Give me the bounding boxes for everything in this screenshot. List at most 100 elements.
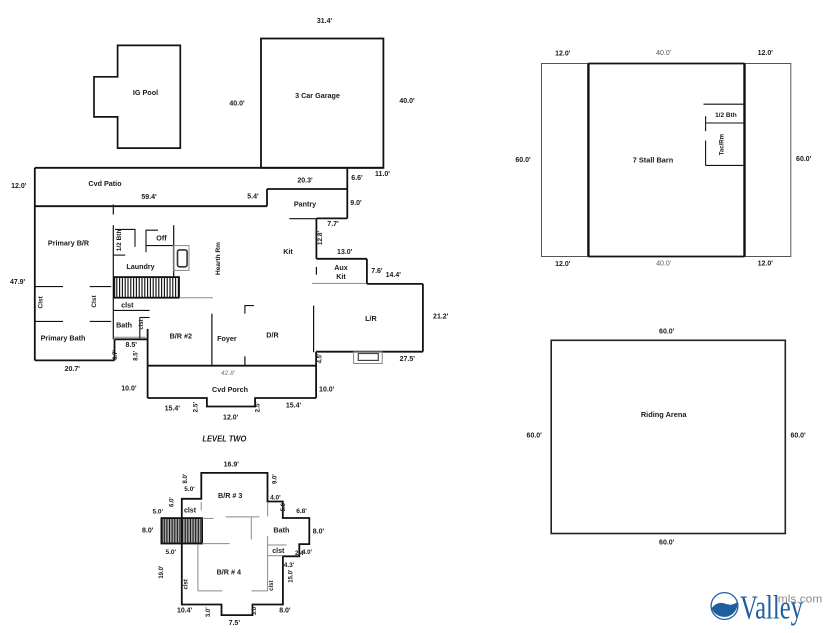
svg-text:Laundry: Laundry	[126, 262, 154, 271]
svg-text:4.5': 4.5'	[317, 353, 323, 363]
svg-text:8.0': 8.0'	[313, 529, 325, 536]
svg-text:7.6': 7.6'	[371, 268, 383, 275]
svg-text:clst: clst	[139, 319, 145, 329]
svg-text:7.7': 7.7'	[327, 221, 339, 228]
svg-text:9.0': 9.0'	[350, 200, 362, 207]
svg-text:B/R # 4: B/R # 4	[217, 568, 241, 577]
svg-text:13.0': 13.0'	[337, 249, 353, 256]
svg-text:7.5': 7.5'	[229, 620, 241, 627]
svg-text:40.0': 40.0'	[656, 260, 671, 267]
svg-text:4.0': 4.0'	[302, 549, 313, 556]
svg-text:8.0': 8.0'	[183, 473, 189, 483]
svg-text:D/R: D/R	[266, 331, 279, 340]
svg-text:LEVEL TWO: LEVEL TWO	[202, 435, 247, 444]
svg-text:21.2': 21.2'	[433, 314, 449, 321]
svg-text:12.0': 12.0'	[555, 51, 571, 58]
svg-text:Primary B/R: Primary B/R	[48, 238, 90, 247]
svg-text:Off: Off	[156, 233, 167, 242]
svg-text:12.0': 12.0'	[11, 183, 27, 190]
svg-text:mls.com: mls.com	[778, 594, 823, 606]
svg-text:Kit: Kit	[336, 272, 346, 281]
svg-text:2.4: 2.4	[295, 550, 304, 557]
svg-text:8.5': 8.5'	[134, 350, 140, 360]
svg-text:20.7': 20.7'	[65, 366, 81, 373]
svg-text:Tac/Rm: Tac/Rm	[720, 134, 726, 155]
svg-text:6.6': 6.6'	[351, 175, 363, 182]
svg-text:10.4': 10.4'	[177, 607, 193, 614]
svg-text:5.0': 5.0'	[166, 549, 177, 556]
svg-text:12.0': 12.0'	[555, 261, 571, 268]
svg-text:4.3': 4.3'	[284, 562, 295, 569]
svg-text:Clst: Clst	[91, 295, 98, 308]
svg-text:Foyer: Foyer	[217, 334, 237, 343]
svg-text:60.0': 60.0'	[659, 540, 675, 547]
svg-text:Hearth Rm: Hearth Rm	[215, 242, 222, 275]
svg-text:20.3': 20.3'	[297, 177, 313, 184]
svg-text:Pantry: Pantry	[294, 199, 316, 208]
svg-text:59.4': 59.4'	[141, 194, 157, 201]
svg-text:L/R: L/R	[365, 314, 377, 323]
svg-text:B/R #2: B/R #2	[170, 332, 192, 341]
svg-text:15.4': 15.4'	[286, 403, 302, 410]
svg-text:Aux: Aux	[334, 263, 348, 272]
svg-text:1/2 Bth: 1/2 Bth	[116, 230, 123, 252]
svg-text:Valley: Valley	[740, 590, 803, 627]
svg-text:Riding Arena: Riding Arena	[641, 410, 688, 419]
svg-text:5.4': 5.4'	[247, 194, 259, 201]
svg-text:60.0': 60.0'	[790, 433, 806, 440]
svg-text:8.0': 8.0'	[279, 607, 291, 614]
svg-text:2.5': 2.5'	[193, 401, 200, 412]
svg-text:9.0': 9.0'	[272, 474, 278, 484]
svg-text:5.0': 5.0'	[153, 509, 164, 516]
svg-text:47.9': 47.9'	[10, 279, 26, 286]
svg-text:40.0': 40.0'	[229, 101, 245, 108]
svg-text:3.0': 3.0'	[252, 605, 258, 615]
svg-text:60.0': 60.0'	[796, 156, 812, 163]
svg-text:6.7': 6.7'	[113, 350, 119, 360]
svg-text:IG Pool: IG Pool	[133, 88, 158, 97]
svg-text:clst: clst	[121, 301, 134, 310]
svg-text:7 Stall Barn: 7 Stall Barn	[633, 156, 674, 164]
svg-text:6.0': 6.0'	[170, 497, 176, 507]
svg-text:clst: clst	[269, 581, 275, 591]
svg-text:15.4': 15.4'	[165, 406, 181, 413]
svg-text:60.0': 60.0'	[659, 329, 675, 336]
svg-text:3 Car Garage: 3 Car Garage	[295, 91, 340, 100]
svg-text:27.5': 27.5'	[400, 356, 416, 363]
svg-text:2.5': 2.5'	[254, 401, 261, 412]
svg-text:clst: clst	[184, 508, 197, 515]
svg-text:12.0': 12.0'	[758, 260, 774, 267]
svg-text:6.8': 6.8'	[296, 508, 307, 515]
svg-text:15.0': 15.0'	[289, 569, 295, 583]
svg-text:8.0': 8.0'	[142, 528, 154, 535]
svg-text:31.4': 31.4'	[317, 18, 333, 25]
svg-text:8.5': 8.5'	[125, 342, 137, 349]
svg-text:40.0': 40.0'	[399, 98, 415, 105]
svg-text:5.0': 5.0'	[184, 486, 195, 493]
svg-text:42.8': 42.8'	[221, 370, 236, 377]
svg-text:Kit: Kit	[283, 247, 293, 256]
svg-text:B/R # 3: B/R # 3	[218, 491, 242, 500]
svg-text:Cvd Porch: Cvd Porch	[212, 385, 248, 394]
svg-text:19.0': 19.0'	[159, 565, 165, 579]
svg-text:12.0': 12.0'	[758, 50, 774, 57]
svg-text:12.0': 12.0'	[223, 415, 239, 422]
svg-text:Primary Bath: Primary Bath	[41, 333, 86, 342]
svg-text:10.0': 10.0'	[121, 385, 137, 392]
svg-text:1/2 Bth: 1/2 Bth	[715, 112, 737, 119]
svg-text:4.0': 4.0'	[270, 495, 281, 502]
svg-text:5.0: 5.0	[281, 502, 287, 511]
svg-text:Bath: Bath	[273, 526, 289, 535]
svg-text:10.0': 10.0'	[319, 386, 335, 393]
svg-text:Cvd Patio: Cvd Patio	[88, 179, 122, 188]
svg-text:Clst: Clst	[37, 295, 44, 308]
svg-text:16.9': 16.9'	[224, 462, 240, 469]
svg-text:60.0': 60.0'	[515, 157, 531, 164]
svg-text:14.4': 14.4'	[386, 272, 402, 279]
svg-text:11.0': 11.0'	[375, 171, 390, 178]
svg-text:60.0': 60.0'	[527, 433, 543, 440]
svg-text:clst: clst	[272, 548, 285, 555]
svg-text:Bath: Bath	[116, 321, 132, 330]
svg-text:3.0': 3.0'	[206, 607, 212, 617]
svg-text:12.8': 12.8'	[317, 230, 324, 245]
